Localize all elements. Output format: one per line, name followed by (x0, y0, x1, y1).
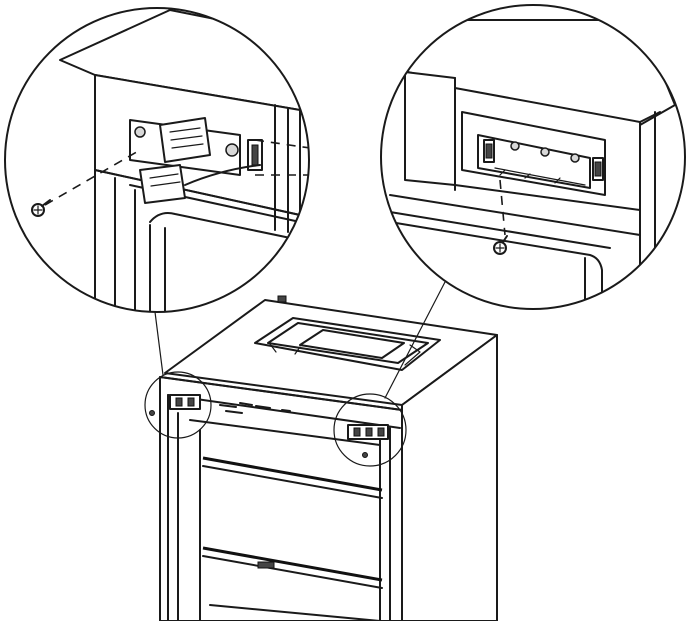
right-leader-line (384, 281, 446, 399)
screw-path-left (44, 149, 141, 206)
label-tag-1 (159, 117, 211, 163)
screw-icon (31, 199, 51, 217)
left-hinge-bracket (169, 394, 201, 410)
right-callout-marker (333, 393, 407, 467)
shelf-1 (202, 456, 383, 492)
refrigerator-body (149, 295, 498, 621)
top-screw (277, 295, 287, 303)
left-callout-marker (144, 371, 212, 439)
shelf-clip (257, 561, 275, 569)
shelf-2 (202, 546, 383, 582)
screw-icon (493, 235, 508, 255)
right-hinge-detail (380, 4, 686, 310)
top-plate-frame (254, 317, 441, 371)
left-leader-line (154, 311, 164, 376)
left-hinge-detail (4, 7, 310, 313)
